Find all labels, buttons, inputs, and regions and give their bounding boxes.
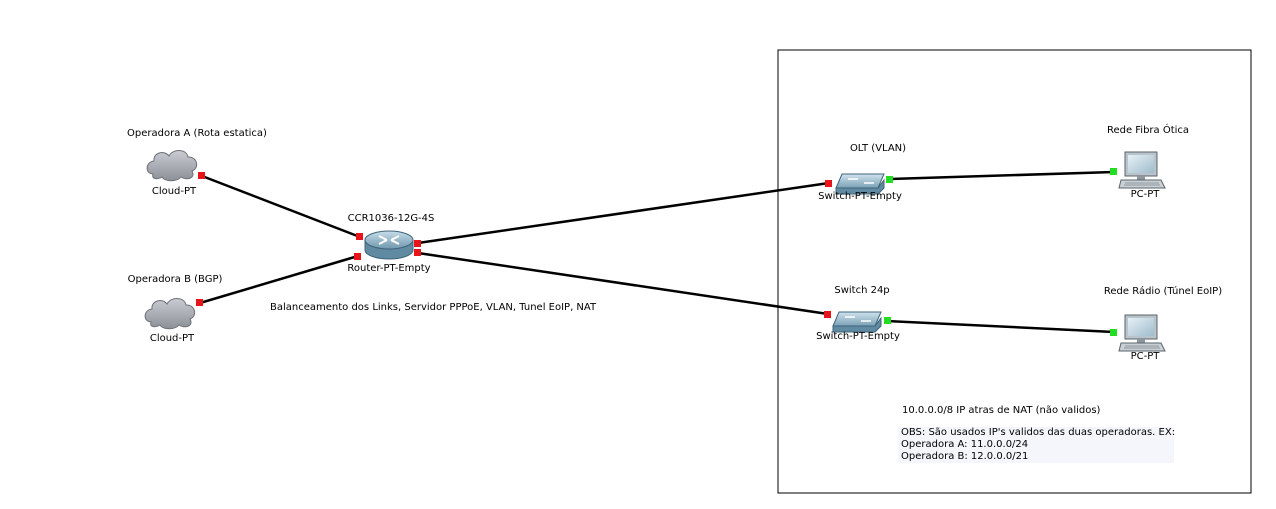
obs-line: OBS: São usados IP's validos das duas op… [901, 427, 1176, 438]
cloud-b-type: Cloud-PT [149, 333, 195, 344]
cloud-icon[interactable] [144, 298, 196, 330]
cloud-icon[interactable] [146, 150, 198, 182]
router-label: CCR1036-12G-4S [347, 213, 435, 224]
port-router-a [356, 233, 363, 240]
obs-line: Operadora A: 11.0.0.0/24 [901, 439, 1029, 450]
port-pc-radio [1110, 329, 1117, 336]
link-cloud-b-router[interactable] [199, 254, 359, 305]
link-router-switch24p[interactable] [417, 251, 829, 316]
link-olt-pc-fibra[interactable] [889, 170, 1115, 181]
pc-radio-type: PC-PT [1130, 351, 1160, 362]
port-router-24p [414, 249, 421, 256]
local-network-area [777, 49, 1252, 494]
cloud-b-label: Operadora B (BGP) [127, 274, 223, 285]
nat-note: 10.0.0.0/8 IP atras de NAT (não validos) [902, 405, 1101, 416]
pc-icon[interactable] [1118, 314, 1166, 352]
switch-olt-label: OLT (VLAN) [849, 143, 907, 154]
port-router-b [354, 253, 361, 260]
switch-icon[interactable] [832, 311, 882, 333]
port-router-olt [414, 240, 421, 247]
pc-fibra-type: PC-PT [1130, 189, 1160, 200]
port-24p-router [824, 311, 831, 318]
switch-olt-type: Switch-PT-Empty [818, 191, 902, 202]
port-indicators [196, 168, 1117, 336]
obs-note: OBS: São usados IP's validos das duas op… [898, 427, 1176, 463]
switch-icon[interactable] [835, 173, 885, 195]
port-cloud-a [198, 172, 205, 179]
switch-24p-type: Switch-PT-Empty [816, 331, 900, 342]
pc-icon[interactable] [1118, 151, 1166, 189]
port-cloud-b [196, 299, 203, 306]
link-cloud-a-router[interactable] [201, 174, 361, 239]
pc-radio-label: Rede Rádio (Túnel EoIP) [1103, 286, 1223, 297]
switch-24p-label: Switch 24p [834, 285, 890, 296]
router-services-note: Balanceamento dos Links, Servidor PPPoE,… [270, 302, 597, 313]
port-olt-router [825, 180, 832, 187]
pc-fibra-label: Rede Fibra Ótica [1106, 125, 1190, 136]
link-switch24p-pc-radio[interactable] [886, 319, 1115, 334]
router-type: Router-PT-Empty [347, 263, 431, 274]
link-router-olt[interactable] [417, 181, 830, 245]
port-olt-pc [886, 176, 893, 183]
cloud-a-label: Operadora A (Rota estatica) [127, 128, 267, 139]
router-icon[interactable] [364, 230, 414, 260]
obs-line: Operadora B: 12.0.0.0/21 [901, 451, 1029, 462]
port-pc-fibra [1110, 168, 1117, 175]
cloud-a-type: Cloud-PT [151, 186, 197, 197]
port-24p-pc [884, 317, 891, 324]
links [199, 170, 1115, 334]
